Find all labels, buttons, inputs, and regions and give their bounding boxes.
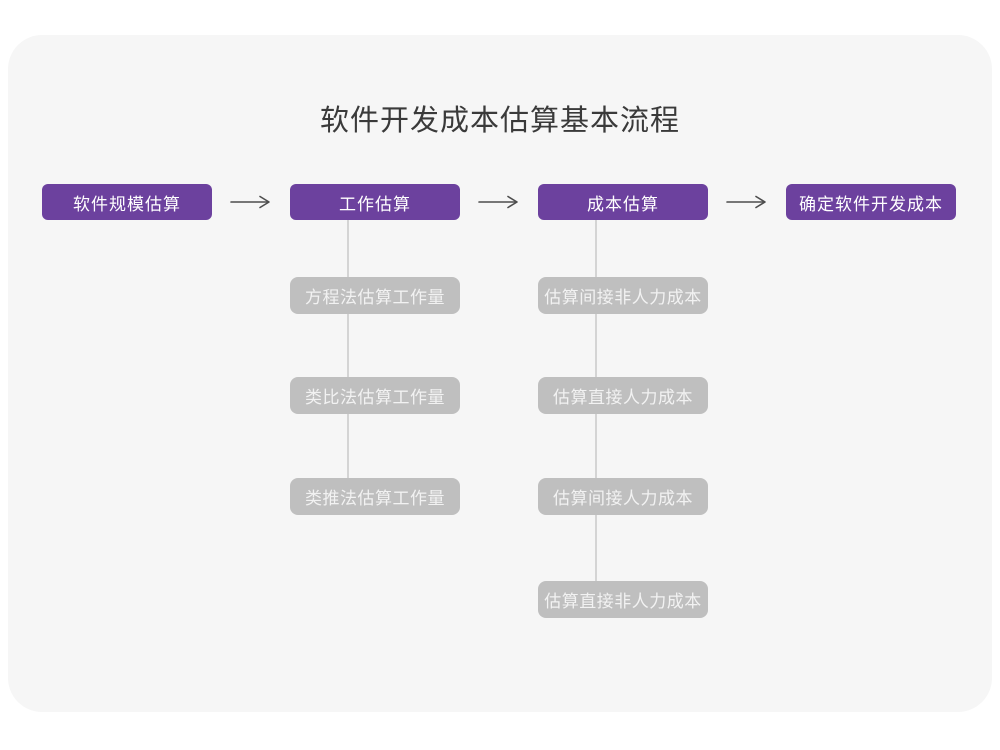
connector-line-work bbox=[347, 219, 349, 489]
sub-node-direct-nonlabor-cost: 估算直接非人力成本 bbox=[538, 581, 708, 618]
flow-node-work-estimation: 工作估算 bbox=[290, 184, 460, 220]
arrow-right-icon bbox=[478, 195, 518, 209]
sub-node-comparison-method: 类比法估算工作量 bbox=[290, 377, 460, 414]
diagram-card: 软件开发成本估算基本流程 软件规模估算 工作估算 成本估算 确定软件开发成本 方… bbox=[8, 35, 992, 712]
sub-node-indirect-labor-cost: 估算间接人力成本 bbox=[538, 478, 708, 515]
sub-node-analogy-method: 类推法估算工作量 bbox=[290, 478, 460, 515]
sub-node-indirect-nonlabor-cost: 估算间接非人力成本 bbox=[538, 277, 708, 314]
flow-node-software-size-estimation: 软件规模估算 bbox=[42, 184, 212, 220]
arrow-right-icon bbox=[230, 195, 270, 209]
sub-node-equation-method: 方程法估算工作量 bbox=[290, 277, 460, 314]
diagram-title: 软件开发成本估算基本流程 bbox=[319, 105, 680, 137]
flow-node-determine-development-cost: 确定软件开发成本 bbox=[786, 184, 956, 220]
arrow-right-icon bbox=[726, 195, 766, 209]
flow-node-cost-estimation: 成本估算 bbox=[538, 184, 708, 220]
sub-node-direct-labor-cost: 估算直接人力成本 bbox=[538, 377, 708, 414]
